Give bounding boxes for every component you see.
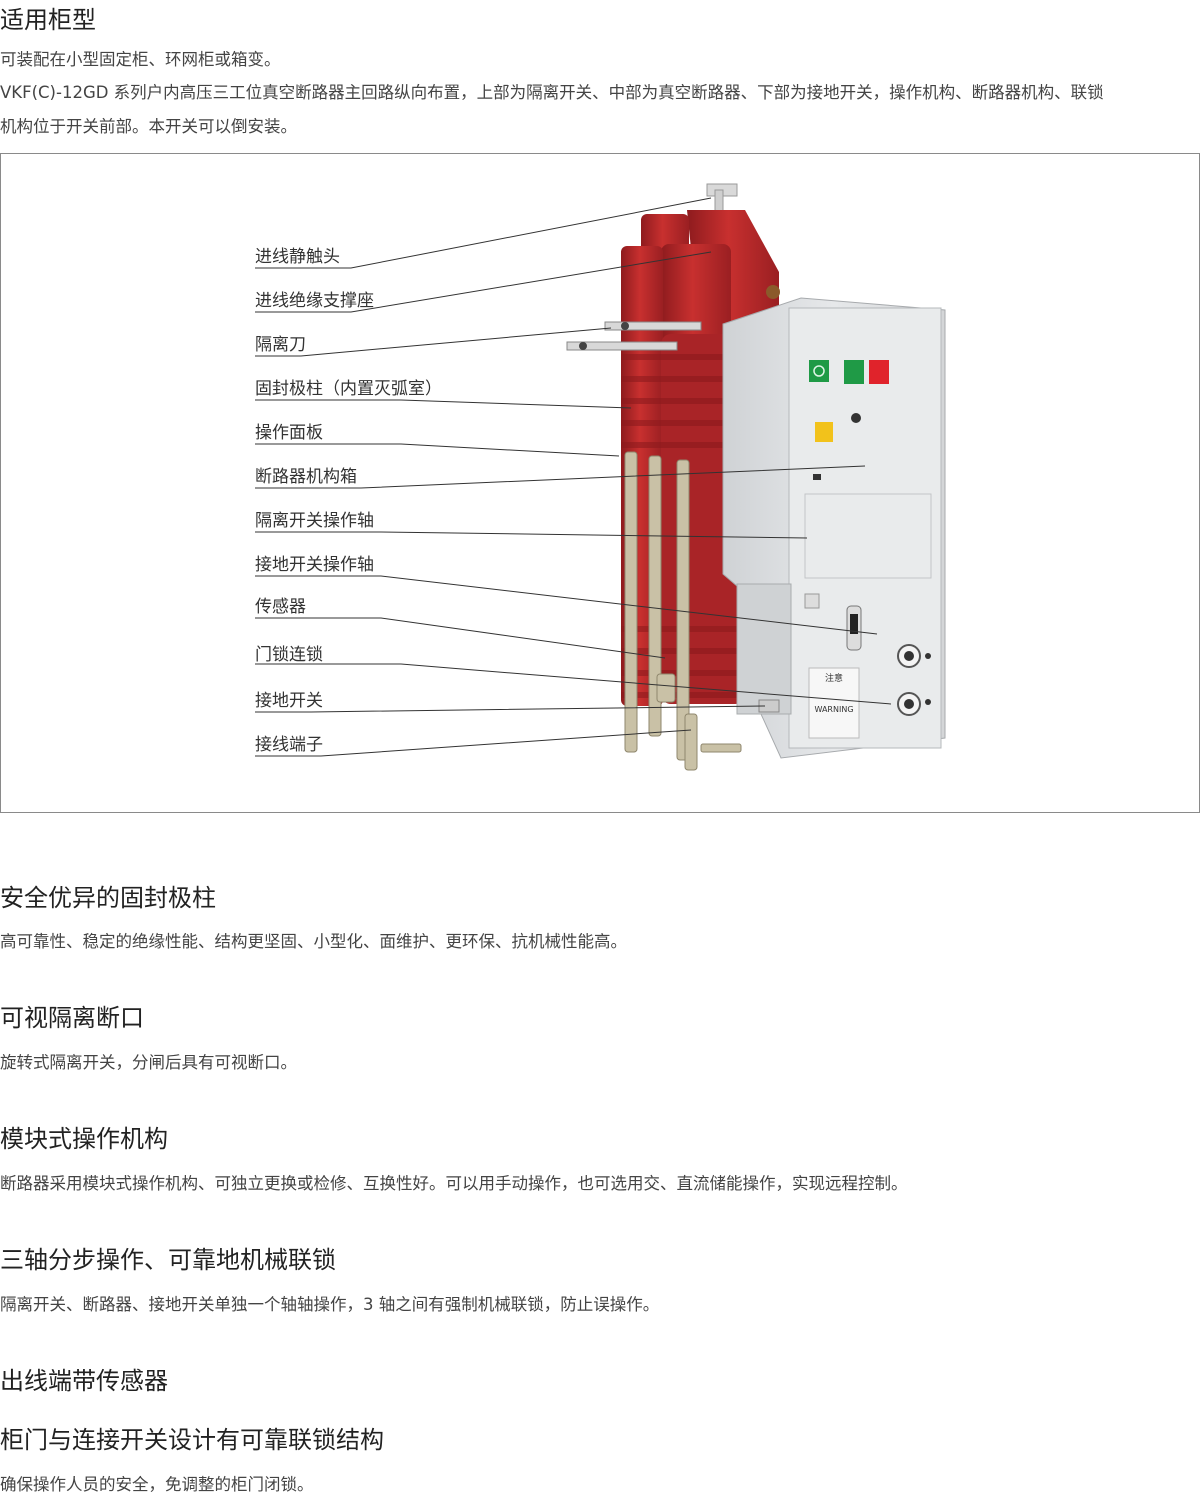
label-grounding-switch: 接地开关 [255,691,323,711]
label-terminal: 接线端子 [255,735,323,755]
feature-desc-2: 断路器采用模块式操作机构、可独立更换或检修、互换性好。可以用手动操作，也可选用交… [0,1174,908,1193]
breaker-illustration: 注意 WARNING [255,183,946,771]
warning-label [808,667,860,739]
label-grounding-shaft: 接地开关操作轴 [255,555,374,575]
section-text-line-2: VKF(C)-12GD 系列户内高压三工位真空断路器主回路纵向布置，上部为隔离开… [0,83,1104,102]
feature-desc-3: 隔离开关、断路器、接地开关单独一个轴轴操作，3 轴之间有强制机械联锁，防止误操作… [0,1295,660,1314]
feature-title-5: 柜门与连接开关设计有可靠联锁结构 [0,1426,384,1454]
section-text-line-1: 可装配在小型固定柜、环网柜或箱变。 [0,50,281,69]
feature-title-2: 模块式操作机构 [0,1125,168,1153]
feature-desc-0: 高可靠性、稳定的绝缘性能、结构更坚固、小型化、面维护、更环保、抗机械性能高。 [0,932,627,951]
label-incoming-insulation-support: 进线绝缘支撑座 [255,291,374,311]
isolation-blade [566,321,702,351]
section-text-line-3: 机构位于开关前部。本开关可以倒安装。 [0,117,297,136]
product-figure: 注意 WARNING 进线静触头 进线绝缘支撑座 隔离刀 固封极柱（内置灭弧室）… [0,153,1200,813]
label-isolation-blade: 隔离刀 [255,335,306,355]
label-incoming-static-contact: 进线静触头 [255,247,340,267]
label-door-lock-interlock: 门锁连锁 [255,645,323,665]
label-mechanism-box: 断路器机构箱 [255,467,357,487]
open-button [869,360,889,384]
warning-text: WARNING [814,705,853,714]
top-bracket [706,183,738,215]
feature-desc-5: 确保操作人员的安全，免调整的柜门闭锁。 [0,1475,314,1494]
warning-notice-text: 注意 [825,672,843,684]
label-operation-panel: 操作面板 [255,423,323,443]
indicator-yellow [815,422,833,442]
label-sensor: 传感器 [255,597,306,617]
mode-selector-icon [851,413,861,423]
label-isolator-shaft: 隔离开关操作轴 [255,511,374,531]
section-title-applicable-cabinet: 适用柜型 [0,6,96,34]
feature-desc-1: 旋转式隔离开关，分闸后具有可视断口。 [0,1053,297,1072]
feature-title-1: 可视隔离断口 [0,1004,144,1032]
feature-title-4: 出线端带传感器 [0,1367,168,1395]
label-embedded-pole: 固封极柱（内置灭弧室） [255,379,442,399]
close-button [844,360,864,384]
green-button [809,360,829,382]
grounding-rods [624,451,742,771]
feature-title-3: 三轴分步操作、可靠地机械联锁 [0,1246,336,1274]
feature-title-0: 安全优异的固封极柱 [0,884,216,912]
leader-lines [255,197,892,757]
control-box: 注意 WARNING [722,297,946,759]
